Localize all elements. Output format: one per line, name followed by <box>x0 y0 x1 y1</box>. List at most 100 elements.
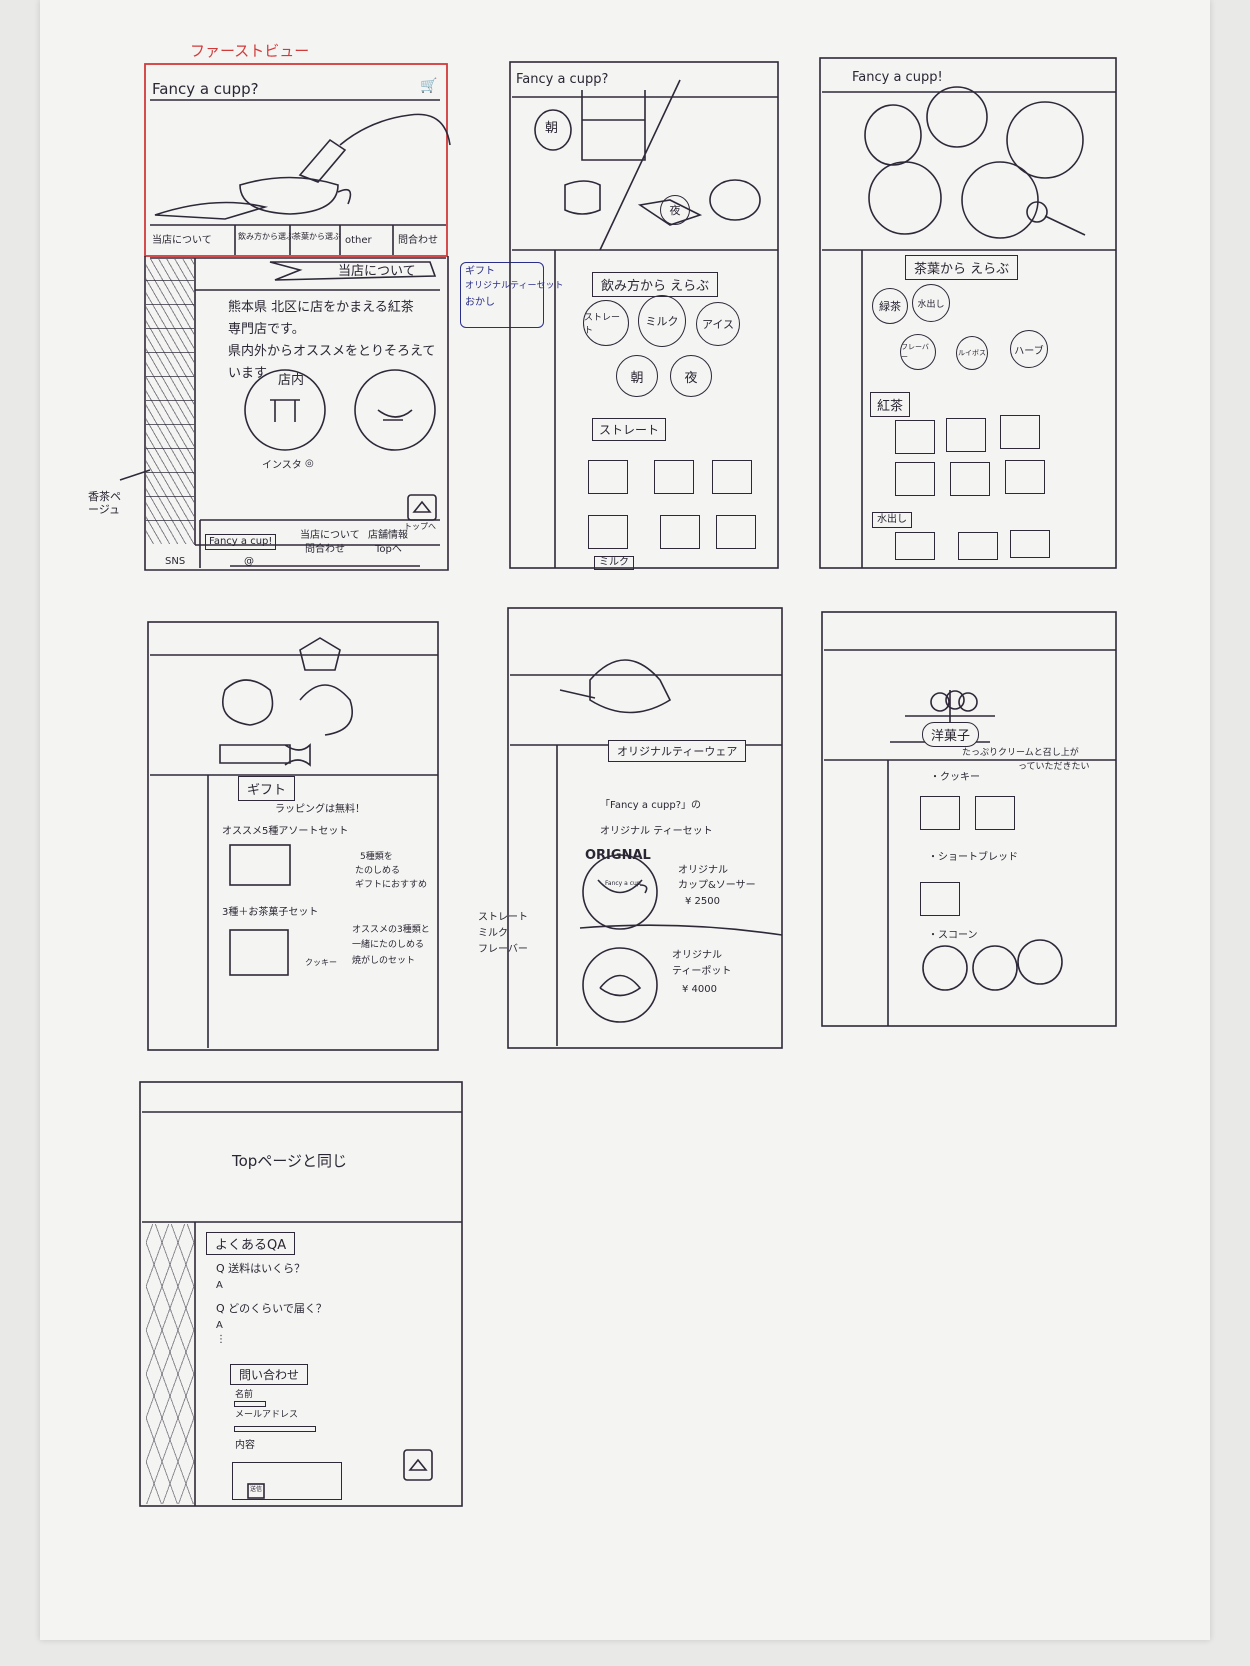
gift-item-desc: 焼がしのセット <box>352 956 416 966</box>
site-logo[interactable]: Fancy a cupp? <box>152 80 259 98</box>
leaf-rooibos[interactable]: ルイボス <box>956 336 988 370</box>
leaf-green[interactable]: 緑茶 <box>872 288 908 324</box>
product-thumb[interactable] <box>958 532 998 560</box>
instagram-icon[interactable]: ◎ <box>305 458 314 469</box>
same-as-top-note: Topページと同じ <box>232 1152 348 1170</box>
product-thumb[interactable] <box>950 462 990 496</box>
side-pattern <box>146 1224 194 1504</box>
gift-item-title: オススメ5種アソートセット <box>222 826 349 837</box>
drink-type-note: ミルク <box>478 928 508 939</box>
leaf-flavor[interactable]: フレーバー <box>900 334 936 370</box>
faq-answer: A <box>216 1320 223 1331</box>
nav-by-leaf[interactable]: 茶葉から選ぶ <box>293 232 341 241</box>
product-thumb[interactable] <box>1000 415 1040 449</box>
category-black-tea: 紅茶 <box>870 392 911 417</box>
shop-photo-label: 店内 <box>278 373 305 388</box>
send-button[interactable]: 送信 <box>250 1486 263 1493</box>
drink-type-note: フレーバー <box>478 944 528 955</box>
gift-item-title: 3種＋お茶菓子セット <box>222 907 319 918</box>
product-thumb[interactable] <box>588 460 628 494</box>
product-name: ティーポット <box>672 966 732 977</box>
first-view-label: ファーストビュー <box>190 42 310 60</box>
product-thumb[interactable] <box>1010 530 1050 558</box>
teaware-lead: 「Fancy a cupp?」の <box>600 800 702 811</box>
leaf-herb[interactable]: ハーブ <box>1010 330 1048 368</box>
content-label: 内容 <box>235 1440 255 1451</box>
name-field[interactable] <box>234 1401 266 1407</box>
faq-question[interactable]: Q どのくらいで届く？ <box>216 1302 327 1315</box>
nav-other[interactable]: other <box>345 235 372 246</box>
category-milk: ミルク <box>594 556 634 570</box>
section-banner-about: 当店について <box>338 264 416 279</box>
gift-item-desc: 一緒にたのしめる <box>352 940 425 950</box>
faq-heading: よくあるQA <box>206 1232 296 1255</box>
gift-item-desc: 5種類を <box>360 852 393 862</box>
drink-milk[interactable]: ミルク <box>638 295 686 347</box>
section-banner-drink: 飲み方から えらぶ <box>592 272 719 297</box>
product-thumb[interactable] <box>654 460 694 494</box>
product-thumb[interactable] <box>716 515 756 549</box>
footer-logo[interactable]: Fancy a cup! <box>205 534 277 550</box>
content-field[interactable] <box>232 1462 342 1500</box>
gift-note-line: ギフト <box>465 266 495 277</box>
nav-by-drink[interactable]: 飲み方から選ぶ <box>238 232 294 241</box>
product-thumb[interactable] <box>946 418 986 452</box>
product-thumb[interactable] <box>975 796 1015 830</box>
sweets-note: っていただきたい <box>1018 762 1090 772</box>
cart-icon[interactable]: 🛒 <box>420 78 438 94</box>
drink-ice[interactable]: アイス <box>696 302 740 346</box>
sweets-note: たっぷりクリームと召し上が <box>962 748 1079 758</box>
drink-type-note: ストレート <box>478 912 528 923</box>
sweets-item: ・クッキー <box>930 772 980 783</box>
gift-note-line: オリジナルティーセット <box>465 281 564 291</box>
gift-item-cookie: クッキー <box>305 958 337 967</box>
intro-line: 専門店です。 <box>228 322 305 337</box>
footer-link-about[interactable]: 当店について <box>300 530 360 541</box>
gift-item-desc: ギフトにおすすめ <box>355 880 428 890</box>
product-thumb[interactable] <box>895 462 935 496</box>
faq-answer: A <box>216 1280 223 1291</box>
category-straight: ストレート <box>592 418 667 441</box>
drink-straight[interactable]: ストレート <box>583 300 629 346</box>
product-name: オリジナル <box>672 950 722 961</box>
product-thumb[interactable] <box>895 420 935 454</box>
name-label: 名前 <box>235 1390 254 1400</box>
footer-link-contact[interactable]: 問合わせ <box>305 544 345 555</box>
site-logo[interactable]: Fancy a cupp? <box>516 72 609 87</box>
footer-link-top[interactable]: Topへ <box>375 544 402 555</box>
instagram-label: インスタ <box>262 460 302 471</box>
section-banner-gift: ギフト <box>238 776 296 801</box>
nav-about[interactable]: 当店について <box>152 235 212 246</box>
product-thumb[interactable] <box>920 882 960 916</box>
faq-question[interactable]: Q 送料はいくら？ <box>216 1262 306 1275</box>
intro-line: 県内外からオススメをとりそろえて <box>228 344 436 359</box>
drink-morning[interactable]: 朝 <box>616 355 658 397</box>
product-thumb[interactable] <box>920 796 960 830</box>
drink-night[interactable]: 夜 <box>670 355 712 397</box>
product-thumb[interactable] <box>712 460 752 494</box>
gift-note-line: おかし <box>465 297 495 308</box>
sweets-item: ・スコーン <box>928 930 978 941</box>
footer-at-icon[interactable]: @ <box>244 556 254 567</box>
product-thumb[interactable] <box>588 515 628 549</box>
gift-item-desc: オススメの3種類と <box>352 925 430 935</box>
product-thumb[interactable] <box>1005 460 1045 494</box>
nav-contact[interactable]: 問合わせ <box>398 235 438 246</box>
product-thumb[interactable] <box>895 532 935 560</box>
site-logo[interactable]: Fancy a cupp! <box>852 70 943 85</box>
footer-sns[interactable]: SNS <box>165 556 186 567</box>
leaf-cold-brew[interactable]: 水出し <box>912 284 950 322</box>
to-top-button[interactable]: トップへ <box>404 522 436 531</box>
footer-link-store[interactable]: 店舗情報 <box>368 530 408 541</box>
product-name: カップ&ソーサー <box>678 880 756 891</box>
tea-page-note: 香茶ページュ <box>88 490 121 517</box>
sweets-item: ・ショートブレッド <box>928 852 1018 863</box>
side-pattern <box>146 259 194 544</box>
gift-note-box: ギフト オリジナルティーセット おかし <box>460 262 563 328</box>
product-thumb[interactable] <box>660 515 700 549</box>
email-field[interactable] <box>234 1426 316 1432</box>
product-price: ¥ 2500 <box>685 896 720 907</box>
contact-heading: 問い合わせ <box>230 1364 309 1385</box>
cup-logo: Fancy a cup <box>605 880 641 887</box>
